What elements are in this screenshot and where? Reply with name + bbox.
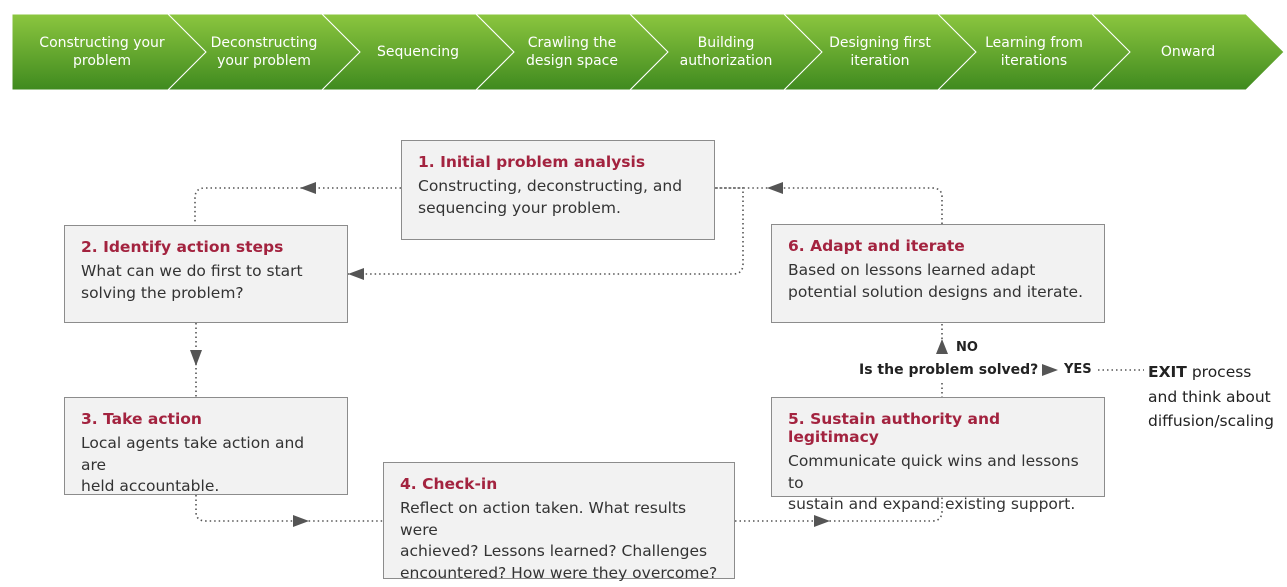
- exit-line-2: and think about: [1148, 387, 1271, 406]
- arrow-left-icon: [348, 268, 364, 280]
- box-body: Based on lessons learned adapt potential…: [788, 261, 1084, 301]
- arrow-down-icon: [190, 350, 202, 366]
- connector-6-to-1: [715, 187, 943, 224]
- box-body: Communicate quick wins and lessons to su…: [788, 452, 1079, 513]
- box-title: 5. Sustain authority and legitimacy: [788, 410, 1001, 446]
- box-body: Local agents take action and are held ac…: [81, 434, 305, 495]
- box-title: 1. Initial problem analysis: [418, 153, 646, 171]
- box-body: Reflect on action taken. What results we…: [400, 499, 718, 582]
- arrow-right-icon: [1042, 364, 1058, 376]
- box-take-action: 3. Take action Local agents take action …: [64, 397, 348, 495]
- box-body: What can we do first to start solving th…: [81, 262, 303, 302]
- exit-note: EXIT process and think about diffusion/s…: [1148, 360, 1274, 434]
- decision-no-label: NO: [956, 340, 978, 355]
- box-body: Constructing, deconstructing, and sequen…: [418, 177, 683, 217]
- arrow-left-icon: [767, 182, 783, 194]
- box-adapt-and-iterate: 6. Adapt and iterate Based on lessons le…: [771, 224, 1105, 323]
- box-identify-action-steps: 2. Identify action steps What can we do …: [64, 225, 348, 323]
- exit-bold: EXIT: [1148, 363, 1187, 381]
- decision-question: Is the problem solved?: [859, 362, 1039, 378]
- box-sustain-authority: 5. Sustain authority and legitimacy Comm…: [771, 397, 1105, 513]
- arrow-up-icon: [936, 339, 948, 354]
- box-title: 3. Take action: [81, 410, 202, 428]
- box-check-in: 4. Check-in Reflect on action taken. Wha…: [383, 462, 735, 582]
- box-title: 4. Check-in: [400, 475, 498, 493]
- connector-1-to-2-right: [348, 187, 744, 275]
- connector-3-to-4: [195, 495, 383, 522]
- box-title: 2. Identify action steps: [81, 238, 284, 256]
- box-title: 6. Adapt and iterate: [788, 237, 965, 255]
- chevron-8: [1090, 13, 1285, 91]
- process-bar: [11, 13, 1285, 91]
- exit-rest: process: [1186, 363, 1252, 381]
- exit-line-3: diffusion/scaling: [1148, 412, 1274, 430]
- arrow-right-icon: [814, 515, 830, 527]
- decision-yes-label: YES: [1064, 362, 1092, 377]
- arrow-left-icon: [300, 182, 316, 194]
- box-initial-problem-analysis: 1. Initial problem analysis Constructing…: [401, 140, 715, 240]
- arrow-right-icon: [293, 515, 309, 527]
- connector-1-to-2: [194, 187, 401, 224]
